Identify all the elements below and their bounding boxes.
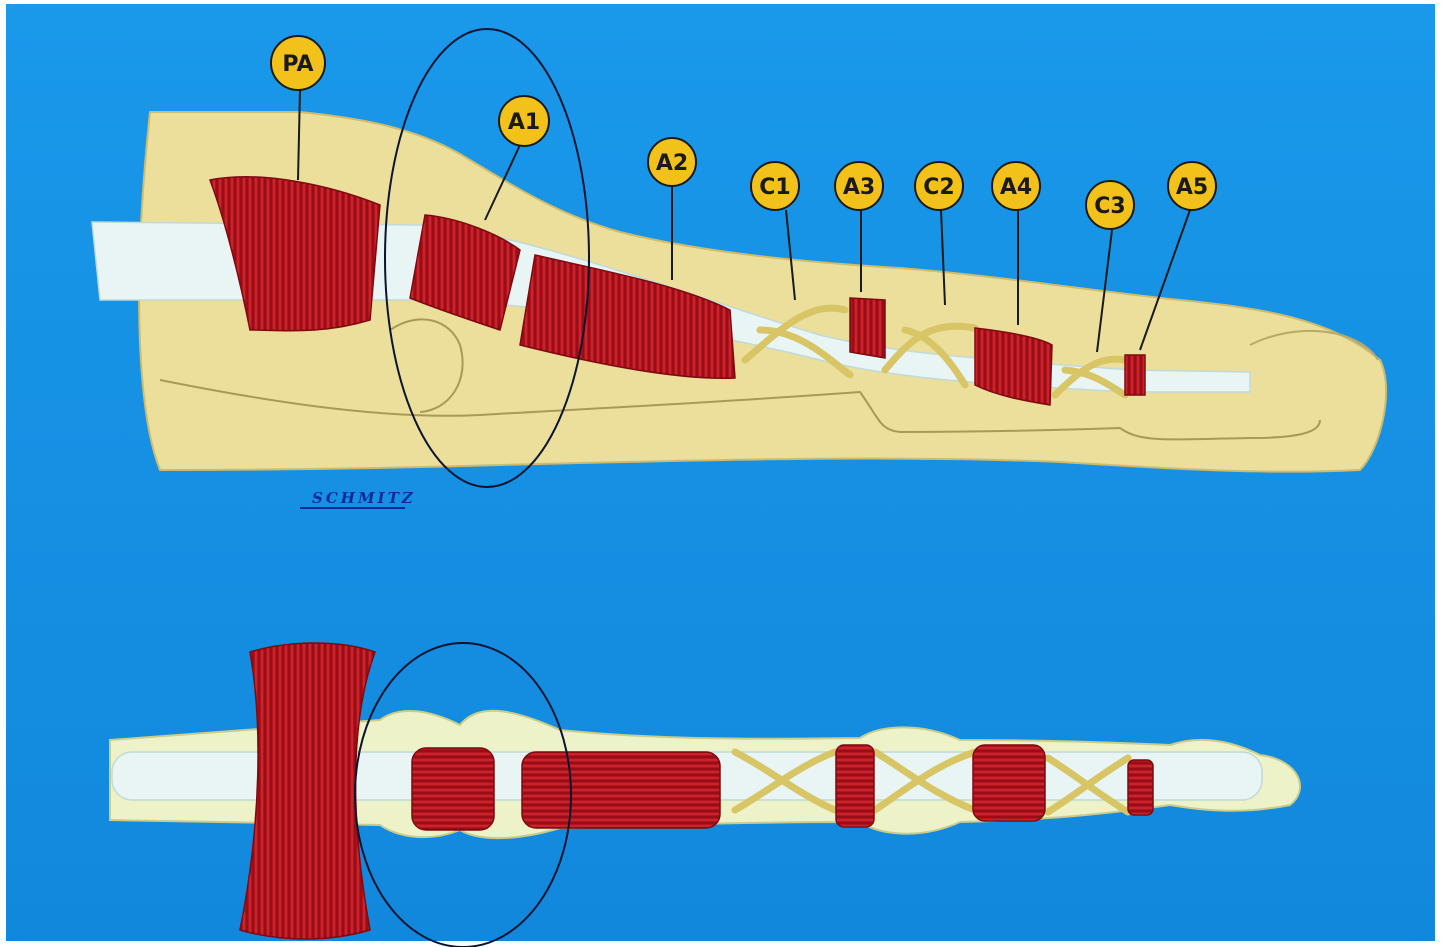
svg-text:A4: A4 — [1000, 175, 1032, 200]
svg-text:C2: C2 — [923, 175, 954, 200]
svg-text:A2: A2 — [656, 151, 688, 176]
svg-text:A1: A1 — [508, 110, 540, 135]
svg-text:C3: C3 — [1094, 194, 1125, 219]
svg-text:PA: PA — [282, 52, 313, 77]
pulley-a1-palmar — [412, 748, 494, 830]
svg-text:C1: C1 — [759, 175, 790, 200]
svg-text:A5: A5 — [1176, 175, 1208, 200]
pulley-a5-lateral — [1125, 355, 1145, 395]
label-a3: A3 — [835, 162, 883, 210]
artist-signature: SCHMITZ — [312, 489, 416, 507]
label-c3: C3 — [1086, 181, 1134, 229]
pulley-a2-palmar — [522, 752, 720, 828]
svg-text:A3: A3 — [843, 175, 875, 200]
pulley-a4-palmar — [973, 745, 1045, 821]
label-a4: A4 — [992, 162, 1040, 210]
label-c1: C1 — [751, 162, 799, 210]
label-pa: PA — [271, 36, 325, 90]
label-a1: A1 — [499, 96, 549, 146]
label-a5: A5 — [1168, 162, 1216, 210]
pulley-a3-palmar — [836, 745, 874, 827]
label-c2: C2 — [915, 162, 963, 210]
pulley-a5-palmar — [1128, 760, 1153, 815]
label-a2: A2 — [648, 138, 696, 186]
pulley-a3-lateral — [850, 298, 885, 358]
